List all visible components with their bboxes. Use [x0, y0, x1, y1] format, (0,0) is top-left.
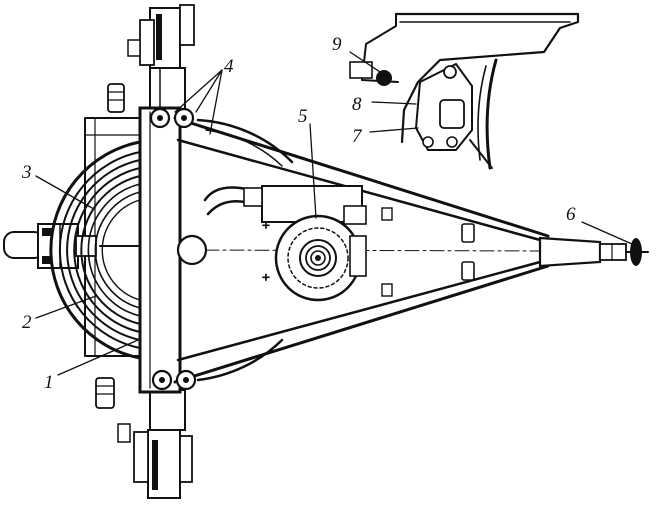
callout-label-2: 2 [22, 312, 32, 333]
pivot-bolts [149, 107, 197, 391]
end-fitting [538, 236, 649, 268]
drive-hub: + + [176, 185, 367, 302]
coil-drum [49, 140, 142, 360]
callout-label-8: 8 [352, 94, 362, 115]
callout-label-5: 5 [298, 106, 308, 127]
vertical-bar [138, 106, 182, 394]
svg-text:+: + [262, 271, 270, 286]
main-assembly: + + [3, 4, 649, 499]
callout-label-4: 4 [224, 56, 234, 77]
callout-label-1: 1 [44, 372, 54, 393]
rear-disk [196, 118, 294, 382]
top-bracket [107, 4, 195, 115]
svg-text:+: + [262, 219, 270, 234]
callout-label-6: 6 [566, 204, 576, 225]
callout-label-3: 3 [21, 162, 32, 183]
callout-labels: 1 2 3 4 5 6 7 8 9 [21, 34, 576, 393]
bottom-bracket [95, 377, 193, 499]
callout-label-7: 7 [352, 126, 363, 147]
callout-label-9: 9 [332, 34, 342, 55]
detail-inset [349, 12, 580, 170]
leader-lines [35, 51, 633, 376]
